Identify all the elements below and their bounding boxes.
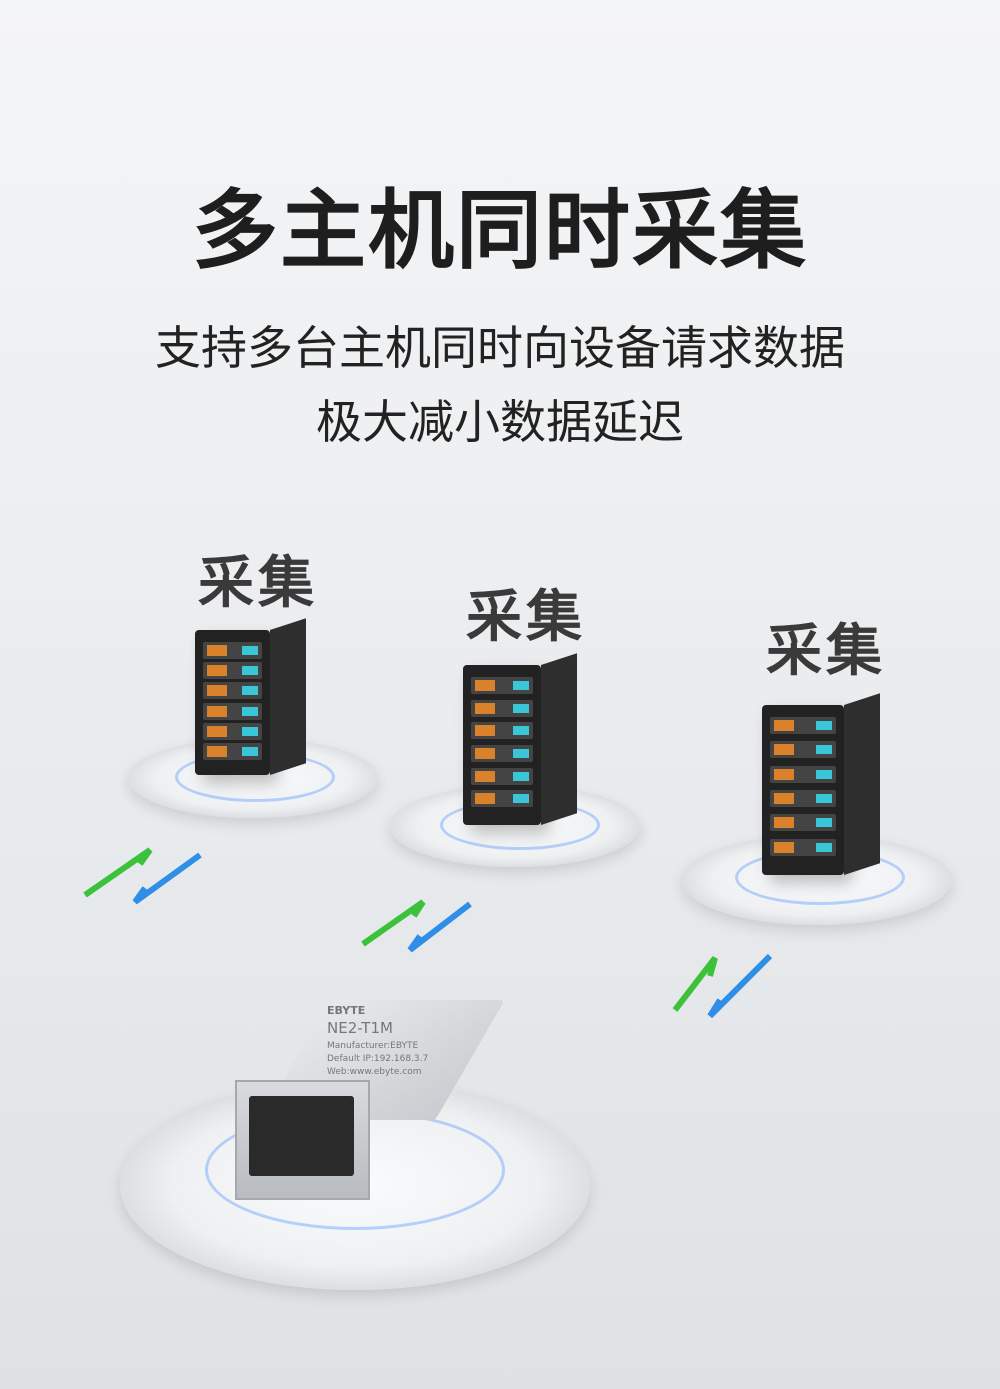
server-rack-2 — [463, 653, 577, 825]
server-slot — [203, 722, 262, 740]
server-slot — [471, 745, 533, 762]
ne2-t1m-module: EBYTE NE2-T1M Manufacturer:EBYTE Default… — [235, 1000, 505, 1200]
server-slot — [203, 682, 262, 700]
page-title: 多主机同时采集 — [192, 181, 808, 281]
server-label-1: 采集 — [198, 551, 318, 616]
server-rack-1 — [195, 618, 306, 775]
subtitle-line-1: 支持多台主机同时向设备请求数据 — [155, 321, 845, 375]
module-model: NE2-T1M — [327, 1019, 393, 1037]
server-slot — [471, 699, 533, 717]
server-slot — [203, 702, 262, 720]
rj45-port — [249, 1096, 354, 1176]
server-slot — [770, 765, 836, 783]
server-label-2: 采集 — [466, 585, 586, 650]
server-slot — [471, 767, 533, 785]
server-label-3: 采集 — [766, 619, 886, 684]
server-slot — [770, 814, 836, 832]
server-slot — [770, 741, 836, 759]
server-slot — [471, 722, 533, 740]
module-default-ip: Default IP:192.168.3.7 — [327, 1054, 429, 1064]
server-slot — [471, 677, 533, 694]
module-manufacturer: Manufacturer:EBYTE — [327, 1041, 419, 1051]
subtitle-line-2: 极大减小数据延迟 — [316, 395, 684, 449]
module-web: Web:www.ebyte.com — [327, 1067, 422, 1077]
server-slot — [203, 662, 262, 680]
bidirectional-arrow-icon-1 — [83, 847, 202, 905]
bidirectional-arrow-icon-2 — [361, 899, 472, 953]
server-rack-3 — [762, 693, 880, 875]
server-slot — [203, 642, 262, 659]
server-slot — [471, 790, 533, 808]
module-brand: EBYTE — [327, 1004, 366, 1017]
bidirectional-arrow-icon-3 — [672, 953, 773, 1019]
server-slot — [770, 790, 836, 807]
server-slot — [203, 742, 262, 760]
server-slot — [770, 838, 836, 856]
server-slot — [770, 717, 836, 734]
